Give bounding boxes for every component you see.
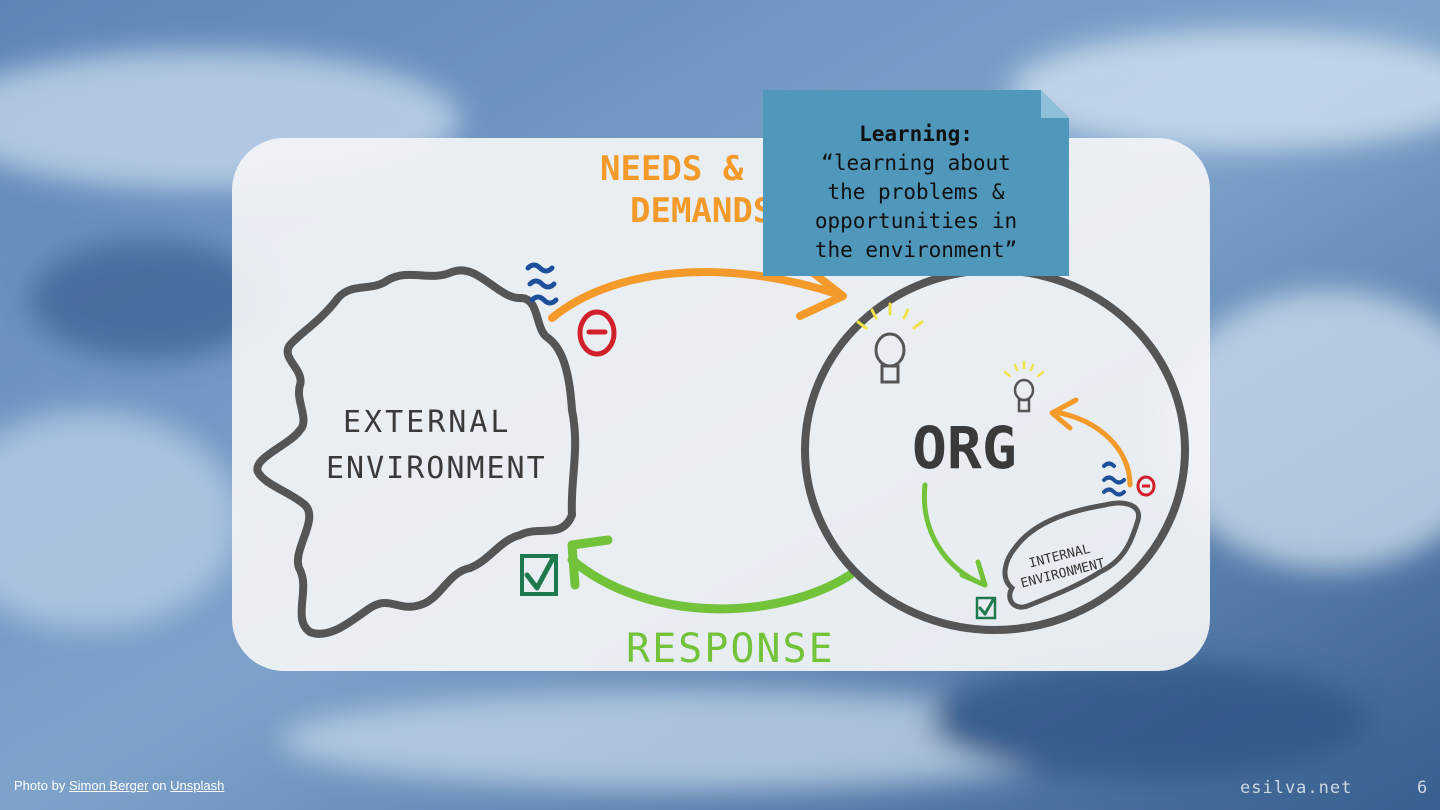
external-label-line2: ENVIRONMENT — [326, 451, 547, 486]
photo-credit: Photo by Simon Berger on Unsplash — [14, 778, 224, 793]
learning-callout: Learning: “learning about the problems &… — [763, 90, 1069, 276]
external-environment-shape — [253, 266, 580, 638]
inner-minus-circle-icon — [1136, 475, 1156, 497]
checkmark-icon — [520, 554, 558, 596]
internal-environment-shape — [1002, 500, 1142, 610]
site-name: esilva.net — [1240, 778, 1353, 798]
needs-arrowhead — [796, 268, 847, 320]
lightbulb-small-icon — [1003, 360, 1045, 413]
inner-wave-icon — [1102, 461, 1126, 497]
lightbulb-icon — [856, 302, 924, 384]
inner-response-arrowhead — [959, 559, 988, 588]
credit-author-link[interactable]: Simon Berger — [68, 778, 149, 793]
minus-circle-icon — [577, 309, 617, 357]
callout-body: “learning about the problems & opportuni… — [814, 151, 1018, 262]
credit-middle: on — [152, 778, 167, 793]
response-arrow — [567, 555, 855, 614]
response-arrowhead — [567, 535, 613, 590]
external-label-line1: EXTERNAL — [343, 405, 512, 440]
org-label: ORG — [912, 414, 1017, 482]
inner-response-arrow — [921, 482, 988, 588]
credit-source-link[interactable]: Unsplash — [170, 778, 225, 793]
inner-needs-arrow — [1052, 409, 1133, 488]
needs-label-line1: NEEDS & — [600, 149, 744, 189]
credit-prefix: Photo by — [14, 778, 66, 793]
inner-checkmark-icon — [975, 596, 997, 620]
wave-icon — [525, 262, 559, 306]
callout-title: Learning: — [859, 122, 973, 146]
needs-arrow — [548, 267, 844, 322]
response-label: RESPONSE — [626, 626, 835, 672]
inner-needs-arrowhead — [1049, 397, 1079, 431]
needs-label-line2: DEMANDS — [630, 191, 773, 231]
page-number: 6 — [1417, 778, 1428, 798]
